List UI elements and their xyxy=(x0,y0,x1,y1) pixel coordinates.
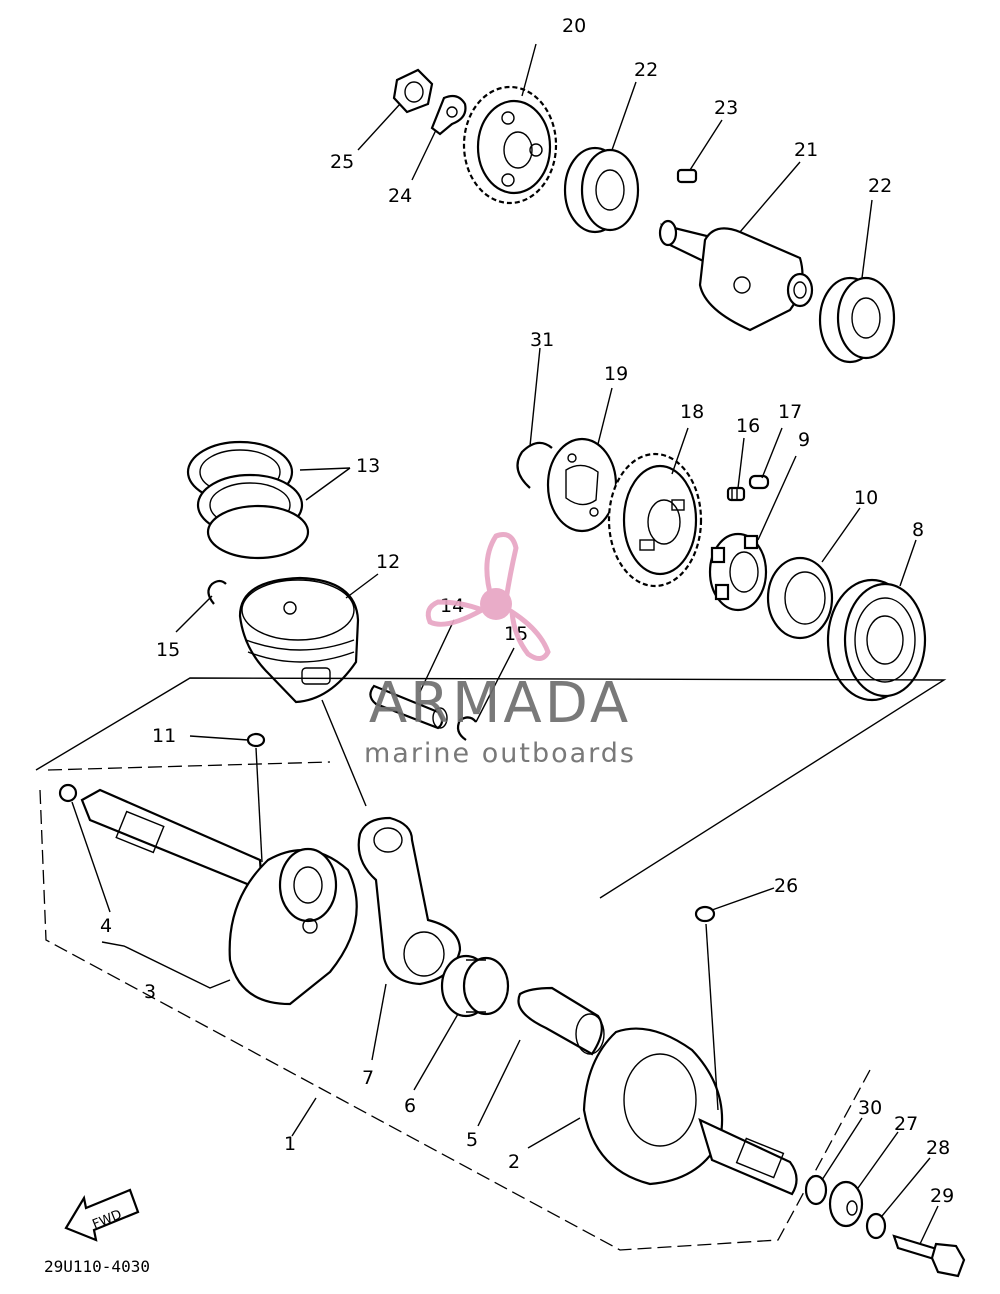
nut-25 xyxy=(392,68,434,114)
drawing-code: 29U110-4030 xyxy=(44,1257,150,1276)
balancer-shaft-21 xyxy=(658,219,814,332)
callout-3: 3 xyxy=(144,981,156,1003)
callout-6: 6 xyxy=(404,1095,416,1117)
callout-17: 17 xyxy=(778,401,802,423)
leader-lines xyxy=(71,43,939,1245)
bolt-29 xyxy=(892,1234,966,1278)
callout-9: 9 xyxy=(798,429,810,451)
fwd-arrow: FWD xyxy=(64,1188,140,1242)
o-ring-30 xyxy=(804,1174,828,1206)
callout-30: 30 xyxy=(858,1097,882,1119)
callout-21: 21 xyxy=(794,139,818,161)
connecting-rod-7 xyxy=(357,816,462,986)
callout-19: 19 xyxy=(604,363,628,385)
armada-watermark: ARMADA marine outboards xyxy=(364,532,636,769)
callout-29: 29 xyxy=(930,1185,954,1207)
callout-15-left: 15 xyxy=(156,639,180,661)
callout-1: 1 xyxy=(284,1133,296,1155)
circlip-31 xyxy=(516,441,553,489)
callout-2: 2 xyxy=(508,1151,520,1173)
lock-washer-28 xyxy=(865,1212,887,1240)
piston-pin-14 xyxy=(369,684,448,730)
callout-7: 7 xyxy=(362,1067,374,1089)
callout-31: 31 xyxy=(530,329,554,351)
crank-half-2 xyxy=(582,1027,798,1196)
gear-18 xyxy=(607,452,703,588)
watermark-tagline: marine outboards xyxy=(364,738,636,769)
spring-16 xyxy=(726,486,746,502)
piston-rings-13 xyxy=(186,440,310,560)
piston-12 xyxy=(238,576,360,704)
callout-8: 8 xyxy=(912,519,924,541)
callout-22-lower: 22 xyxy=(868,175,892,197)
callout-28: 28 xyxy=(926,1137,950,1159)
callout-11: 11 xyxy=(152,725,176,747)
key-23 xyxy=(676,168,698,184)
woodruff-key-11 xyxy=(246,732,266,748)
callout-labels: 20 22 23 21 22 25 24 31 19 18 16 17 9 10… xyxy=(100,15,954,1207)
crank-pin-5 xyxy=(517,986,605,1056)
pin-17 xyxy=(748,474,770,490)
needle-bearing-6 xyxy=(440,954,510,1018)
shim-10 xyxy=(766,556,834,640)
callout-24: 24 xyxy=(388,185,412,207)
callout-20: 20 xyxy=(562,15,586,37)
callout-10: 10 xyxy=(854,487,878,509)
callout-16: 16 xyxy=(736,415,760,437)
crank-half-3 xyxy=(80,788,358,1006)
callout-5: 5 xyxy=(466,1129,478,1151)
callout-25: 25 xyxy=(330,151,354,173)
callout-27: 27 xyxy=(894,1113,918,1135)
watermark-brand: ARMADA xyxy=(369,671,631,736)
bearing-8 xyxy=(826,578,927,702)
callout-13: 13 xyxy=(356,455,380,477)
callout-22-upper: 22 xyxy=(634,59,658,81)
plate-19 xyxy=(546,437,618,533)
bearing-22-upper xyxy=(563,146,640,234)
callout-26: 26 xyxy=(774,875,798,897)
washer-27 xyxy=(828,1180,864,1228)
lock-washer-24 xyxy=(430,94,467,136)
ball-4 xyxy=(58,783,78,803)
propeller-logo-icon xyxy=(425,532,551,661)
gear-20 xyxy=(462,85,558,205)
callout-12: 12 xyxy=(376,551,400,573)
bearing-22-lower xyxy=(818,276,896,364)
callout-23: 23 xyxy=(714,97,738,119)
dog-clutch-9 xyxy=(708,532,768,612)
key-26 xyxy=(694,905,716,923)
clip-15-left xyxy=(207,579,227,605)
clip-15-right xyxy=(456,716,477,741)
crank-group-boundary xyxy=(35,677,947,899)
callout-18: 18 xyxy=(680,401,704,423)
callout-4: 4 xyxy=(100,915,112,937)
